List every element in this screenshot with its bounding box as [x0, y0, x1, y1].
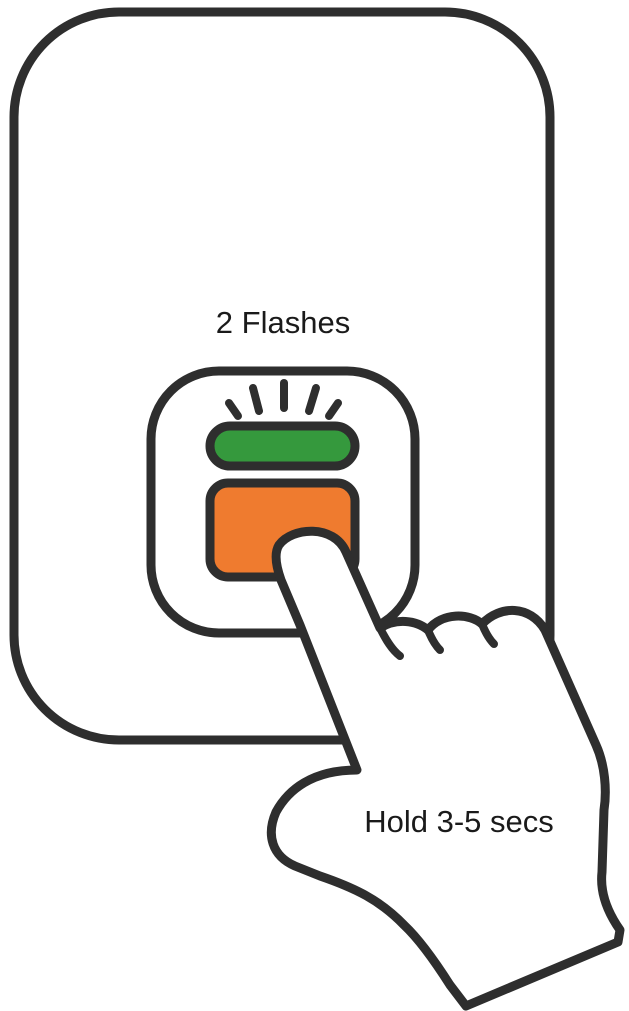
green-led-icon [205, 421, 360, 471]
finger-creases [376, 620, 498, 660]
flashes-label: 2 Flashes [216, 305, 350, 340]
flash-rays-icon [225, 379, 342, 420]
hold-duration-label: Hold 3-5 secs [364, 804, 554, 839]
